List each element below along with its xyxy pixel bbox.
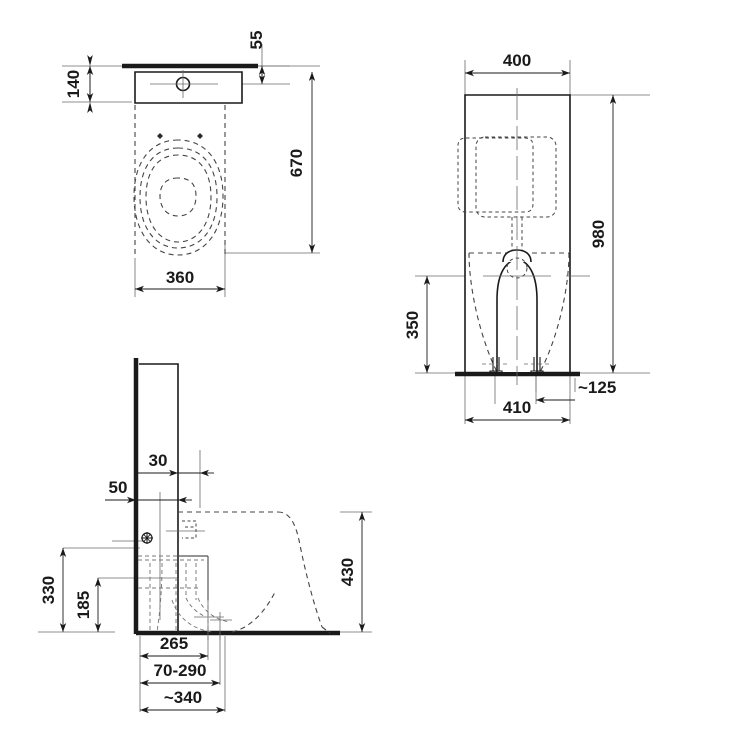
front-view-body-outline (455, 94, 580, 377)
side-view-outlet-centre-marks (194, 598, 232, 640)
dimension-front-350: 350 (403, 276, 431, 373)
top-view-bowl-hidden-outline (133, 105, 226, 258)
dimension-side-265: 265 (140, 634, 208, 660)
dim-label-front-410: 410 (503, 398, 531, 417)
dim-label-side-430: 430 (338, 558, 357, 586)
dimension-front-410: 410 (465, 398, 570, 424)
dim-label-side-70-290: 70-290 (154, 661, 207, 680)
dim-label-front-350: 350 (403, 311, 422, 339)
side-view-wall-connection (141, 532, 153, 544)
dimension-side-430: 430 (338, 512, 366, 632)
dim-label-side-340: ~340 (164, 688, 202, 707)
dimension-top-140: 140 (64, 55, 94, 113)
dimension-side-185: 185 (74, 578, 102, 632)
dimension-top-670: 670 (287, 72, 316, 253)
side-view-bowl-solid-edges (178, 555, 209, 600)
dim-label-side-330: 330 (39, 576, 58, 604)
side-view-wall-and-cistern (133, 358, 340, 636)
top-view: 140 55 670 360 (62, 31, 320, 297)
front-view-centre-line (483, 88, 590, 385)
dimension-front-125: ~125 (536, 378, 616, 404)
dim-label-side-185: 185 (74, 591, 93, 619)
dimension-top-360: 360 (135, 268, 225, 293)
side-view-outlet-fitting-hidden (166, 520, 205, 539)
dimension-side-30: 30 (138, 451, 214, 477)
dimension-side-340: ~340 (140, 688, 225, 714)
dim-label-top-670: 670 (287, 149, 306, 177)
dim-label-top-360: 360 (166, 268, 194, 287)
dim-label-side-50: 50 (109, 478, 128, 497)
dim-label-front-400: 400 (503, 51, 531, 70)
side-view: 30 50 430 330 (38, 358, 372, 714)
dimension-front-400: 400 (465, 51, 570, 77)
side-view-bowl-hidden-outline (178, 511, 331, 634)
dimension-side-330: 330 (38, 548, 115, 633)
dimension-side-50: 50 (105, 478, 192, 504)
dimension-front-980: 980 (589, 95, 617, 373)
dim-label-front-125: ~125 (578, 378, 616, 397)
dim-label-top-140: 140 (64, 70, 83, 98)
dimension-top-55: 55 (247, 31, 266, 84)
front-view-floor-fixings (482, 357, 551, 375)
dim-label-front-980: 980 (589, 220, 608, 248)
front-view-tank-hidden (457, 136, 557, 253)
dim-label-side-265: 265 (160, 634, 188, 653)
top-view-cistern-outline (122, 63, 258, 104)
front-view: 400 980 350 ~125 410 (403, 51, 650, 424)
dim-label-top-55: 55 (247, 31, 266, 50)
top-view-seat-fixing-holes (157, 133, 203, 139)
dimension-side-70-290: 70-290 (140, 661, 220, 687)
dim-label-side-30: 30 (149, 451, 168, 470)
